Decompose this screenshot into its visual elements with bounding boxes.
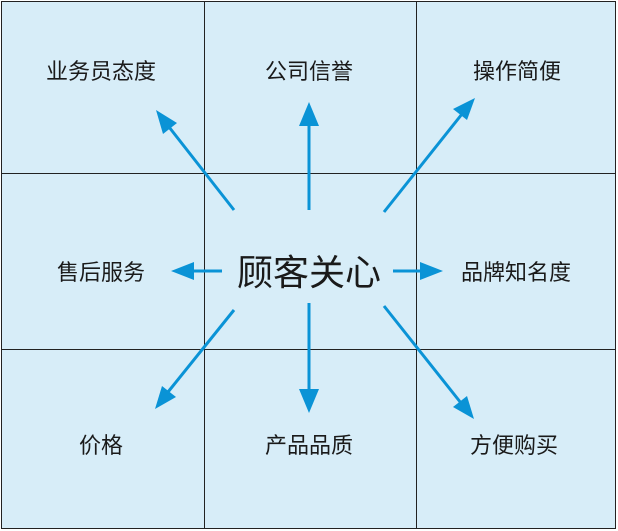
factor-salesperson-attitude: 业务员态度 <box>45 60 157 85</box>
arrow-to-top-left <box>167 126 236 211</box>
arrowhead-top-right <box>453 98 475 120</box>
arrow-to-bottom-right <box>382 305 463 404</box>
arrowhead-bottom <box>299 389 319 413</box>
factor-price: 价格 <box>78 434 124 459</box>
grid-divider-vertical-2 <box>416 2 417 528</box>
factor-brand-awareness: 品牌知名度 <box>460 261 572 286</box>
arrow-to-top-right <box>382 113 464 213</box>
factor-after-sales-service: 售后服务 <box>56 261 146 286</box>
arrowhead-right <box>420 262 443 280</box>
factor-product-quality: 产品品质 <box>264 434 354 459</box>
center-concept: 顾客关心 <box>236 253 382 294</box>
arrowhead-top-left <box>156 110 177 134</box>
grid-divider-vertical-1 <box>204 2 205 528</box>
factor-easy-operation: 操作简便 <box>472 60 562 85</box>
factor-convenient-purchase: 方便购买 <box>469 434 559 459</box>
arrow-to-bottom-left <box>166 309 236 393</box>
factor-company-reputation: 公司信誉 <box>264 60 354 85</box>
arrowhead-bottom-right <box>453 396 474 419</box>
arrowhead-top <box>299 102 319 126</box>
arrowhead-bottom-left <box>155 386 176 409</box>
arrowhead-left <box>171 262 194 280</box>
